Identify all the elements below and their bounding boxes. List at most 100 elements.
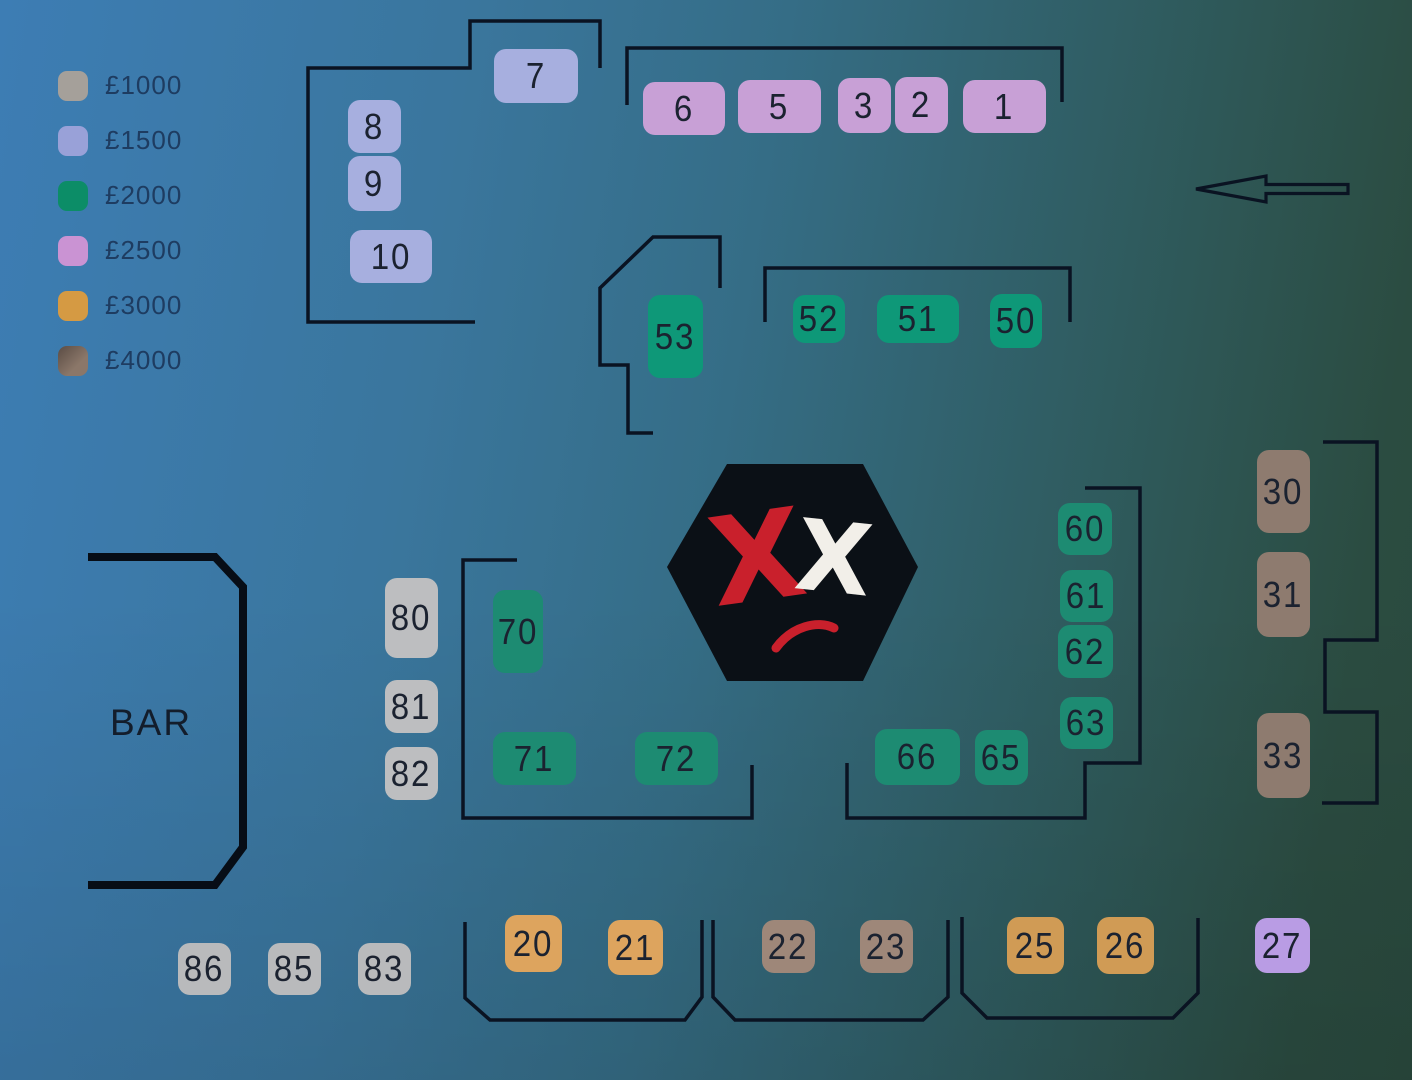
table-number: 81 <box>391 685 432 727</box>
table-83[interactable]: 83 <box>358 943 411 995</box>
legend-item: £4000 <box>58 345 182 376</box>
bracket-tables-50-52 <box>763 266 1072 322</box>
table-25[interactable]: 25 <box>1007 917 1064 974</box>
table-53[interactable]: 53 <box>648 295 703 378</box>
legend-swatch <box>58 180 88 211</box>
table-30[interactable]: 30 <box>1257 450 1310 533</box>
table-5[interactable]: 5 <box>738 80 821 133</box>
table-number: 86 <box>184 948 225 989</box>
bracket-tables-22-23 <box>711 920 950 1022</box>
legend-swatch <box>58 125 88 156</box>
table-71[interactable]: 71 <box>493 732 576 785</box>
table-9[interactable]: 9 <box>348 156 401 211</box>
table-number: 8 <box>364 105 385 147</box>
table-63[interactable]: 63 <box>1060 697 1113 749</box>
table-82[interactable]: 82 <box>385 747 438 800</box>
table-27[interactable]: 27 <box>1255 918 1310 973</box>
legend-price-label: £2500 <box>105 235 183 265</box>
bracket-tables-70-72 <box>461 558 754 820</box>
table-number: 25 <box>1015 924 1056 966</box>
legend-swatch <box>58 235 88 266</box>
table-61[interactable]: 61 <box>1060 570 1113 622</box>
table-number: 60 <box>1064 508 1106 549</box>
table-65[interactable]: 65 <box>975 730 1028 785</box>
table-33[interactable]: 33 <box>1257 713 1310 798</box>
table-number: 7 <box>525 55 547 96</box>
logo-x-white: X <box>790 498 877 619</box>
legend-price-label: £1500 <box>105 125 183 155</box>
table-number: 82 <box>391 752 432 794</box>
table-2[interactable]: 2 <box>895 77 948 133</box>
table-number: 5 <box>769 85 790 127</box>
table-number: 21 <box>615 926 656 968</box>
table-81[interactable]: 81 <box>385 680 438 733</box>
table-1[interactable]: 1 <box>963 80 1046 133</box>
table-number: 22 <box>768 925 809 967</box>
table-85[interactable]: 85 <box>268 943 321 995</box>
table-51[interactable]: 51 <box>877 295 959 343</box>
legend-item: £2000 <box>58 180 182 211</box>
table-22[interactable]: 22 <box>762 920 815 973</box>
table-31[interactable]: 31 <box>1257 552 1310 637</box>
legend-price-label: £4000 <box>105 345 183 375</box>
table-50[interactable]: 50 <box>990 294 1042 348</box>
legend-item: £2500 <box>58 235 182 266</box>
table-10[interactable]: 10 <box>350 230 432 283</box>
table-52[interactable]: 52 <box>793 295 845 343</box>
legend-price-label: £1000 <box>105 70 183 100</box>
table-72[interactable]: 72 <box>635 732 718 785</box>
legend-item: £1000 <box>58 70 182 101</box>
table-number: 70 <box>497 610 539 652</box>
table-number: 50 <box>995 300 1037 341</box>
table-number: 27 <box>1262 924 1303 966</box>
table-number: 33 <box>1263 734 1304 776</box>
logo-x-red: X <box>701 481 814 635</box>
table-number: 63 <box>1066 702 1107 743</box>
table-3[interactable]: 3 <box>838 78 891 133</box>
legend-swatch <box>58 70 88 101</box>
table-number: 61 <box>1066 575 1107 616</box>
table-70[interactable]: 70 <box>493 590 543 673</box>
table-number: 20 <box>513 922 554 964</box>
table-8[interactable]: 8 <box>348 100 401 153</box>
table-number: 23 <box>866 925 907 967</box>
table-26[interactable]: 26 <box>1097 917 1154 974</box>
table-21[interactable]: 21 <box>608 920 663 975</box>
legend-swatch <box>58 290 88 321</box>
table-number: 52 <box>798 298 840 339</box>
club-logo: X X <box>667 464 918 681</box>
logo-swoosh <box>771 620 839 653</box>
table-number: 26 <box>1105 924 1146 966</box>
bracket-tables-60-66 <box>845 486 1142 820</box>
table-86[interactable]: 86 <box>178 943 231 995</box>
table-7[interactable]: 7 <box>494 49 578 103</box>
bracket-tables-1-6 <box>625 46 1064 105</box>
table-number: 9 <box>364 162 385 204</box>
table-number: 71 <box>514 737 555 779</box>
table-80[interactable]: 80 <box>385 578 438 658</box>
table-66[interactable]: 66 <box>875 729 960 785</box>
table-number: 83 <box>364 948 405 989</box>
table-20[interactable]: 20 <box>505 915 562 972</box>
table-number: 66 <box>897 736 938 777</box>
table-60[interactable]: 60 <box>1058 503 1112 555</box>
bar-label: BAR <box>110 702 193 743</box>
table-23[interactable]: 23 <box>860 920 913 973</box>
table-number: 10 <box>370 235 412 277</box>
table-number: 31 <box>1263 573 1304 615</box>
legend: £1000£1500£2000£2500£3000£4000 <box>58 70 182 376</box>
table-number: 62 <box>1065 630 1106 672</box>
direction-arrow-icon <box>1195 174 1350 204</box>
table-6[interactable]: 6 <box>643 82 725 135</box>
bracket-tables-20-21 <box>463 920 704 1022</box>
table-number: 51 <box>897 298 939 339</box>
wall-section-table-53 <box>598 235 722 435</box>
table-number: 1 <box>994 85 1015 127</box>
table-number: 3 <box>854 84 875 126</box>
bracket-tables-25-26 <box>960 917 1200 1020</box>
table-number: 80 <box>391 597 432 638</box>
table-number: 6 <box>673 87 695 129</box>
table-62[interactable]: 62 <box>1058 625 1113 678</box>
